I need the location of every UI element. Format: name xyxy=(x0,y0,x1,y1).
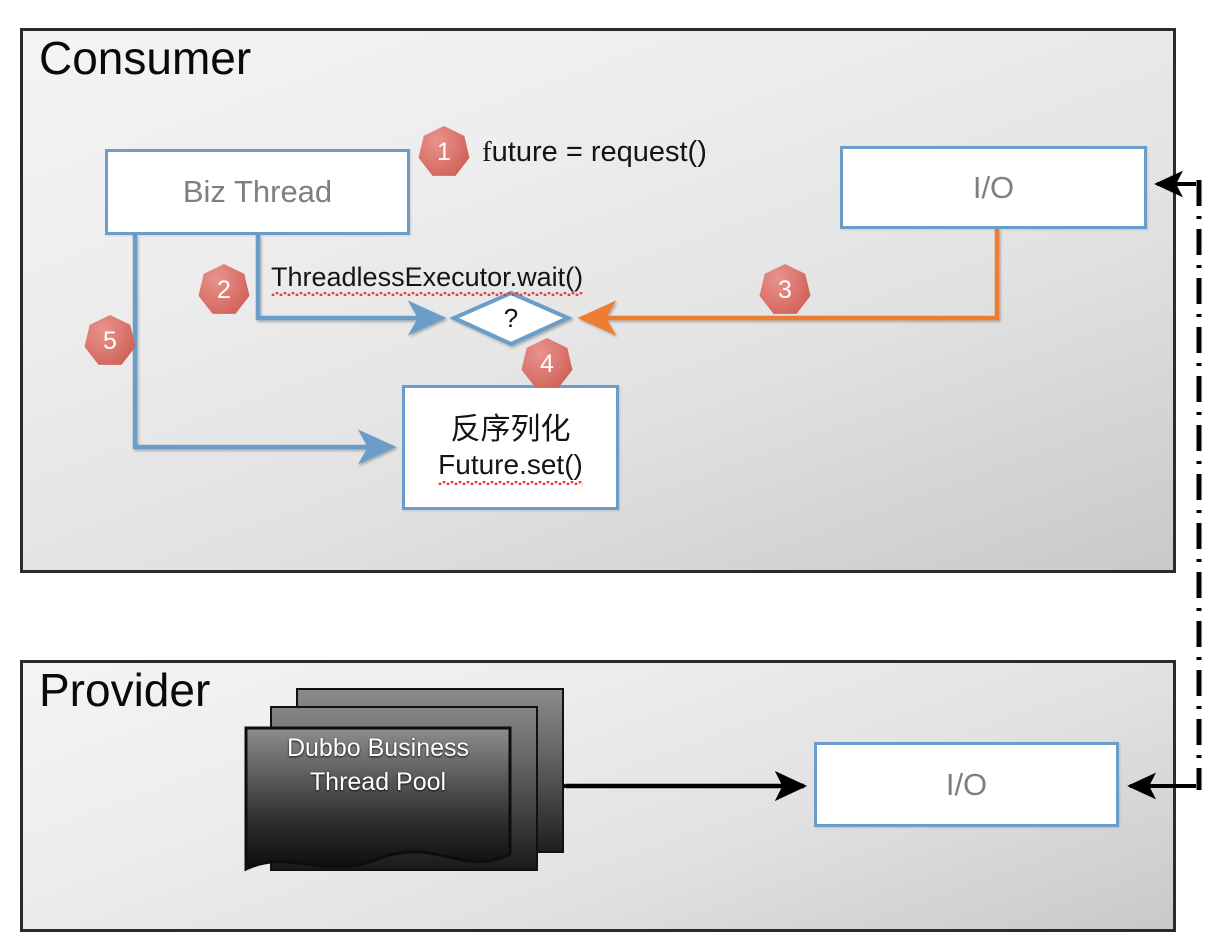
node-provider-io[interactable]: I/O xyxy=(814,742,1119,827)
node-provider-io-label: I/O xyxy=(945,766,988,802)
step-badge-1[interactable]: 1 xyxy=(418,126,470,176)
label-future-request: future = request() xyxy=(482,136,707,169)
label-threadless-executor-wait: ThreadlessExecutor.wait() xyxy=(271,262,584,296)
node-deserialize-future-set[interactable]: 反序列化 Future.set() xyxy=(402,385,619,510)
node-biz-thread-label: Biz Thread xyxy=(182,174,333,209)
label-future-request-lead: f xyxy=(482,136,492,168)
node-consumer-io[interactable]: I/O xyxy=(840,146,1147,229)
decision-diamond-label: ? xyxy=(503,303,519,333)
provider-panel-title: Provider xyxy=(39,664,211,716)
step-badge-5[interactable]: 5 xyxy=(84,315,136,365)
node-consumer-io-label: I/O xyxy=(972,169,1015,205)
node-deserialize-label: 反序列化 xyxy=(450,412,571,448)
node-future-set-label: Future.set() xyxy=(438,448,583,485)
label-future-request-rest: uture = request() xyxy=(491,136,707,168)
step-badge-3[interactable]: 3 xyxy=(759,264,811,314)
thread-pool-sheet-front xyxy=(244,726,512,872)
step-badge-4[interactable]: 4 xyxy=(521,338,573,388)
step-badge-2[interactable]: 2 xyxy=(198,264,250,314)
node-biz-thread[interactable]: Biz Thread xyxy=(105,149,410,235)
consumer-panel-title: Consumer xyxy=(39,32,252,84)
node-dubbo-thread-pool[interactable]: Dubbo Business Thread Pool xyxy=(244,688,574,888)
